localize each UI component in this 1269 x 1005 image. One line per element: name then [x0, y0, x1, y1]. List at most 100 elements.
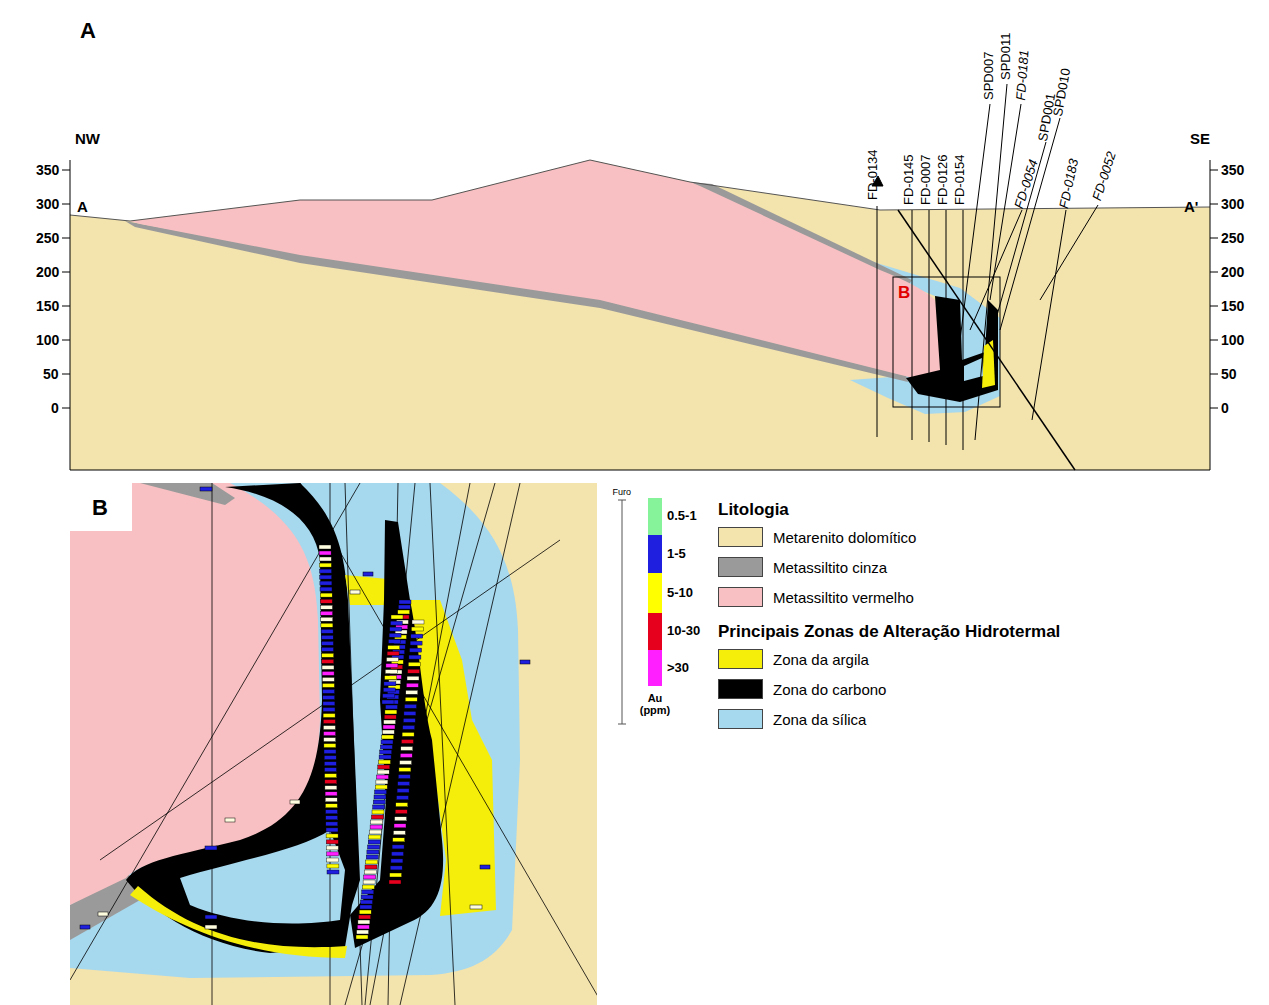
- assay-tick: [324, 762, 336, 766]
- assay-tick: [409, 655, 421, 659]
- axis-label: 350: [36, 162, 59, 178]
- assay-tick: [321, 641, 333, 645]
- assay-tick: [327, 870, 339, 874]
- drillhole-label: SPD011: [999, 33, 1014, 80]
- assay-tick: [391, 859, 403, 863]
- legend-text: Zona da sílica: [773, 711, 866, 728]
- assay-tick: [327, 852, 339, 856]
- assay-tick: [379, 755, 391, 759]
- assay-tick: [370, 825, 382, 829]
- assay-tick: [361, 900, 373, 904]
- assay-tick: [384, 720, 396, 724]
- assay-tick: [325, 786, 337, 790]
- assay-tick: [401, 747, 413, 751]
- assay-tick: [399, 600, 411, 604]
- assay-tick: [325, 804, 337, 808]
- assay-tick: [320, 581, 332, 585]
- assay-tick: [395, 810, 407, 814]
- assay-tick: [362, 890, 374, 894]
- assay-tick: [326, 810, 338, 814]
- label: SE: [1190, 130, 1210, 147]
- legend-swatch: [718, 649, 763, 669]
- axis-label: 150: [1221, 298, 1244, 314]
- assay-tick: [390, 621, 402, 625]
- assay-tick: [402, 732, 414, 736]
- axis-label: 100: [1221, 332, 1244, 348]
- assay-tick: [326, 822, 338, 826]
- assay-tick: [382, 735, 394, 739]
- axis-label: 200: [1221, 264, 1244, 280]
- assay-tick: [324, 744, 336, 748]
- assay-tick: [357, 930, 369, 934]
- assay-tick: [373, 805, 385, 809]
- assay-tick: [326, 816, 338, 820]
- assay-tick: [398, 610, 410, 614]
- assay-tick: [371, 815, 383, 819]
- assay-tick: [326, 840, 338, 844]
- axis-label: 50: [1221, 366, 1237, 382]
- assay-tick: [380, 745, 392, 749]
- assay-tick: [320, 569, 332, 573]
- assay-tick: [390, 866, 402, 870]
- assay-tick: [405, 697, 417, 701]
- assay-tick: [322, 671, 334, 675]
- assay-tick: [323, 708, 335, 712]
- assay-tick: [371, 820, 383, 824]
- assay-tick: [379, 760, 391, 764]
- legend-text: Metassiltito vermelho: [773, 589, 914, 606]
- assay-tick: [319, 551, 331, 555]
- legend-swatch: [648, 613, 662, 650]
- assay-tick: [386, 705, 398, 709]
- assay-tick: [324, 756, 336, 760]
- assay-tick: [388, 639, 400, 643]
- assay-tick: [360, 905, 372, 909]
- legend-text: Zona da argila: [773, 651, 869, 668]
- assay-tick: [395, 817, 407, 821]
- drillhole-label: FD-0154: [953, 154, 968, 205]
- assay-tick: [380, 750, 392, 754]
- axis-label: 300: [1221, 196, 1244, 212]
- axis-label: 0: [51, 400, 59, 416]
- legend-swatch: [718, 679, 763, 699]
- assay-tick: [320, 599, 332, 603]
- legend-text: Metassiltito cinza: [773, 559, 887, 576]
- assay-tick: [385, 710, 397, 714]
- assay-tick: [359, 915, 371, 919]
- axis-label: 50: [43, 366, 59, 382]
- assay-tick: [322, 659, 334, 663]
- label: Litologia: [718, 500, 789, 520]
- assay-tick: [404, 711, 416, 715]
- assay-tick: [383, 694, 395, 698]
- legend-text: >30: [667, 661, 689, 676]
- assay-tick: [410, 648, 422, 652]
- assay-tick: [321, 635, 333, 639]
- assay-tick: [398, 782, 410, 786]
- label: A: [80, 18, 96, 43]
- assay-tick: [326, 846, 338, 850]
- assay-tick: [410, 641, 422, 645]
- drillhole-label: FD-0181: [1014, 50, 1032, 101]
- drillhole-label: FD-0052: [1090, 150, 1120, 203]
- assay-tick: [408, 662, 420, 666]
- legend-text: Zona do carbono: [773, 681, 886, 698]
- assay-tick: [387, 658, 399, 662]
- assay-tick: [412, 620, 424, 624]
- assay-tick: [385, 676, 397, 680]
- assay-tick: [325, 768, 337, 772]
- assay-tick: [373, 800, 385, 804]
- assay-tick: [382, 730, 394, 734]
- section-b: [70, 483, 597, 1005]
- assay-tick: [378, 765, 390, 769]
- assay-tick: [411, 627, 423, 631]
- label: NW: [75, 130, 100, 147]
- assay-tick: [392, 852, 404, 856]
- assay-tick: [368, 840, 380, 844]
- assay-tick: [364, 875, 376, 879]
- label: B: [898, 283, 910, 303]
- legend-text: Metarenito dolomítico: [773, 529, 916, 546]
- assay-tick: [322, 677, 334, 681]
- axis-label: 0: [1221, 400, 1229, 416]
- assay-tick: [411, 634, 423, 638]
- assay-tick: [394, 824, 406, 828]
